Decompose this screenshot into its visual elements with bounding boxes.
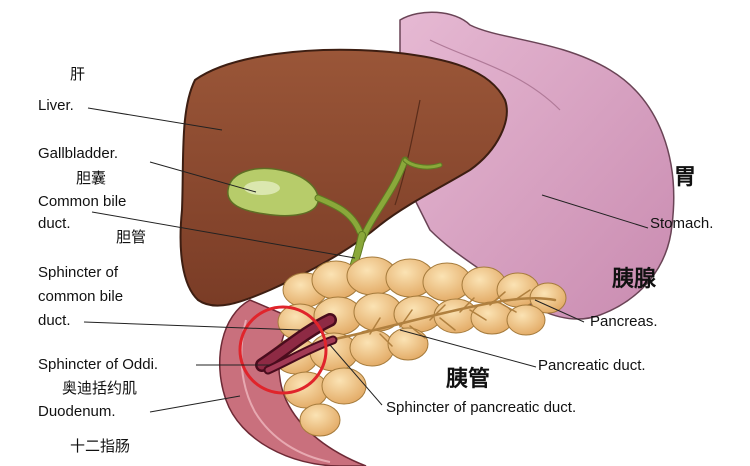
highlight-circle	[238, 305, 328, 395]
label-liver: Liver.	[38, 97, 74, 114]
label-gallbladder-cn: 胆囊	[76, 169, 107, 187]
label-stomach: Stomach.	[650, 215, 714, 232]
label-sphincter-cbd-line3: duct.	[38, 312, 71, 329]
label-sphincter-of-pancreatic-duct: Sphincter of pancreatic duct.	[386, 399, 577, 416]
label-sphincter-of-oddi: Sphincter of Oddi.	[38, 356, 159, 373]
label-gallbladder: Gallbladder.	[38, 145, 119, 162]
liver-lobe-line	[394, 99, 421, 206]
label-pancreatic-duct: Pancreatic duct.	[538, 357, 646, 374]
label-sphincter-cbd-line1: Sphincter of	[38, 264, 119, 281]
pancreas	[273, 256, 567, 437]
label-sphincter-cbd-line2: common bile	[38, 288, 124, 305]
leader-lines	[83, 107, 649, 413]
label-stomach-cn: 胃	[674, 165, 697, 190]
pancreatic-duct	[328, 289, 557, 347]
label-common-bile-duct-line2: duct.	[38, 215, 71, 232]
stomach-fold	[429, 39, 561, 111]
label-pancreas-cn: 胰腺	[612, 267, 657, 292]
label-sphincter-of-oddi-cn: 奥迪括约肌	[62, 379, 138, 397]
label-pancreatic-duct-cn: 胰管	[446, 367, 491, 392]
label-common-bile-duct-line1: Common bile	[38, 193, 127, 210]
label-common-bile-duct-cn: 胆管	[116, 228, 147, 246]
label-duodenum: Duodenum.	[38, 403, 116, 420]
label-pancreas: Pancreas.	[590, 313, 658, 330]
label-liver-cn: 肝	[70, 65, 86, 83]
label-duodenum-cn: 十二指肠	[70, 437, 131, 455]
